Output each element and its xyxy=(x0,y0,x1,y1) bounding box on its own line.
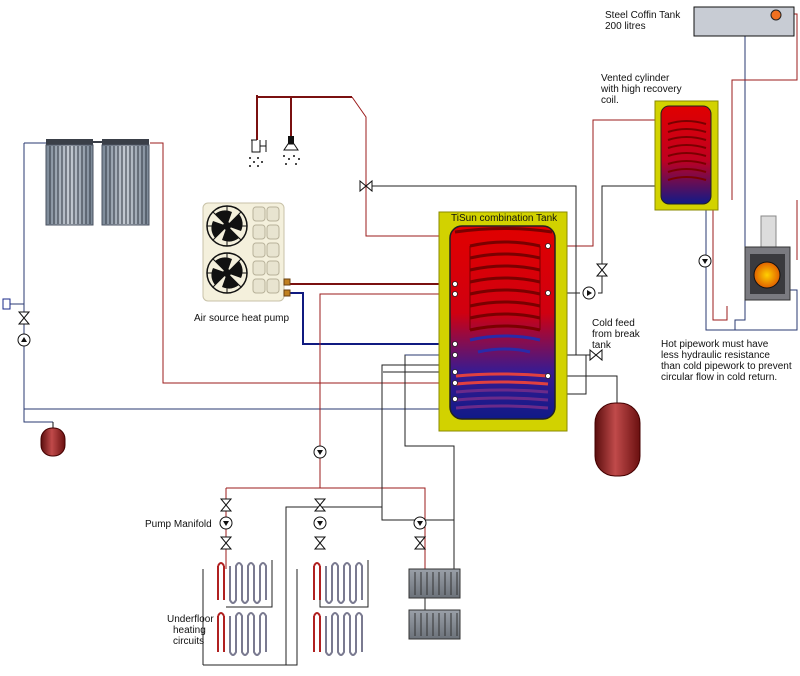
tank-title: TiSun combination Tank xyxy=(451,213,558,224)
fan-icon xyxy=(206,205,248,247)
manifold-valve-icon xyxy=(220,536,232,550)
shower-heads xyxy=(249,136,300,167)
float-valve-icon xyxy=(770,9,782,21)
vented-cylinder-label: coil. xyxy=(601,95,619,106)
manifold-pump-icon xyxy=(219,516,233,530)
dhw-circulation-pump-icon xyxy=(582,286,596,300)
manifold-valve-icon xyxy=(414,536,426,550)
shower-icon xyxy=(249,139,267,167)
coffin-tank-capacity-label: 200 litres xyxy=(605,21,646,32)
manifold-pump-icon xyxy=(313,516,327,530)
underfloor-loop-icon xyxy=(313,562,363,656)
vented-cylinder xyxy=(654,100,719,211)
cold-feed-label: from break xyxy=(592,329,641,340)
steel-coffin-tank xyxy=(693,6,795,37)
solar-collector-right xyxy=(101,139,150,226)
coffin-tank-label: Steel Coffin Tank xyxy=(605,10,681,21)
solar-expansion-vessel-icon xyxy=(40,422,66,457)
underfloor-label: Underfloor xyxy=(167,614,214,625)
cold-feed-label: tank xyxy=(592,340,612,351)
stove-pump-icon xyxy=(698,254,712,268)
underfloor-label: circuits xyxy=(173,636,204,647)
solar-controller-icon xyxy=(2,298,11,310)
pipework-note: than cold pipework to prevent xyxy=(661,361,792,372)
pump-manifold-label: Pump Manifold xyxy=(145,519,212,530)
solar-collectors xyxy=(45,139,150,226)
manifold-valve-icon xyxy=(314,498,326,512)
fan-icon xyxy=(206,252,248,294)
underfloor-circuits xyxy=(217,562,363,656)
pipework-note: Hot pipework must have xyxy=(661,339,769,350)
heat-pump-label: Air source heat pump xyxy=(194,313,289,324)
cold-feed-label: Cold feed xyxy=(592,318,635,329)
manifold-pump-icon xyxy=(413,516,427,530)
tank-dhw-coil-icon xyxy=(454,227,553,332)
radiator-icon xyxy=(408,568,461,599)
vent-feed-valve-icon xyxy=(596,263,608,277)
solar-collector-left xyxy=(45,139,94,226)
tank-solar-coil-icon xyxy=(455,372,549,410)
radiator-icon xyxy=(408,609,461,640)
pipework-note: less hydraulic resistance xyxy=(661,350,770,361)
air-source-heat-pump xyxy=(202,202,291,302)
vented-cylinder-label: with high recovery xyxy=(600,84,682,95)
combination-tank xyxy=(438,211,568,432)
pump-manifold xyxy=(219,445,427,550)
manifold-valve-icon xyxy=(220,498,232,512)
shower-icon xyxy=(283,136,300,165)
manifold-valve-icon xyxy=(314,536,326,550)
pipework-note: circular flow in cold return. xyxy=(661,372,777,383)
tank-heat-pump-coil-icon xyxy=(469,334,541,354)
underfloor-loop-icon xyxy=(217,562,267,656)
vented-cylinder-label: Vented cylinder xyxy=(601,73,670,84)
solar-valve-icon xyxy=(18,311,30,325)
solar-pump-icon xyxy=(17,333,31,347)
wood-stove-icon xyxy=(744,215,791,301)
cold-feed-valve-icon xyxy=(589,349,603,361)
tank-ports xyxy=(452,243,551,402)
manifold-feed-pump-icon xyxy=(313,445,327,459)
underfloor-label: heating xyxy=(173,625,206,636)
main-expansion-vessel-icon xyxy=(594,402,641,477)
